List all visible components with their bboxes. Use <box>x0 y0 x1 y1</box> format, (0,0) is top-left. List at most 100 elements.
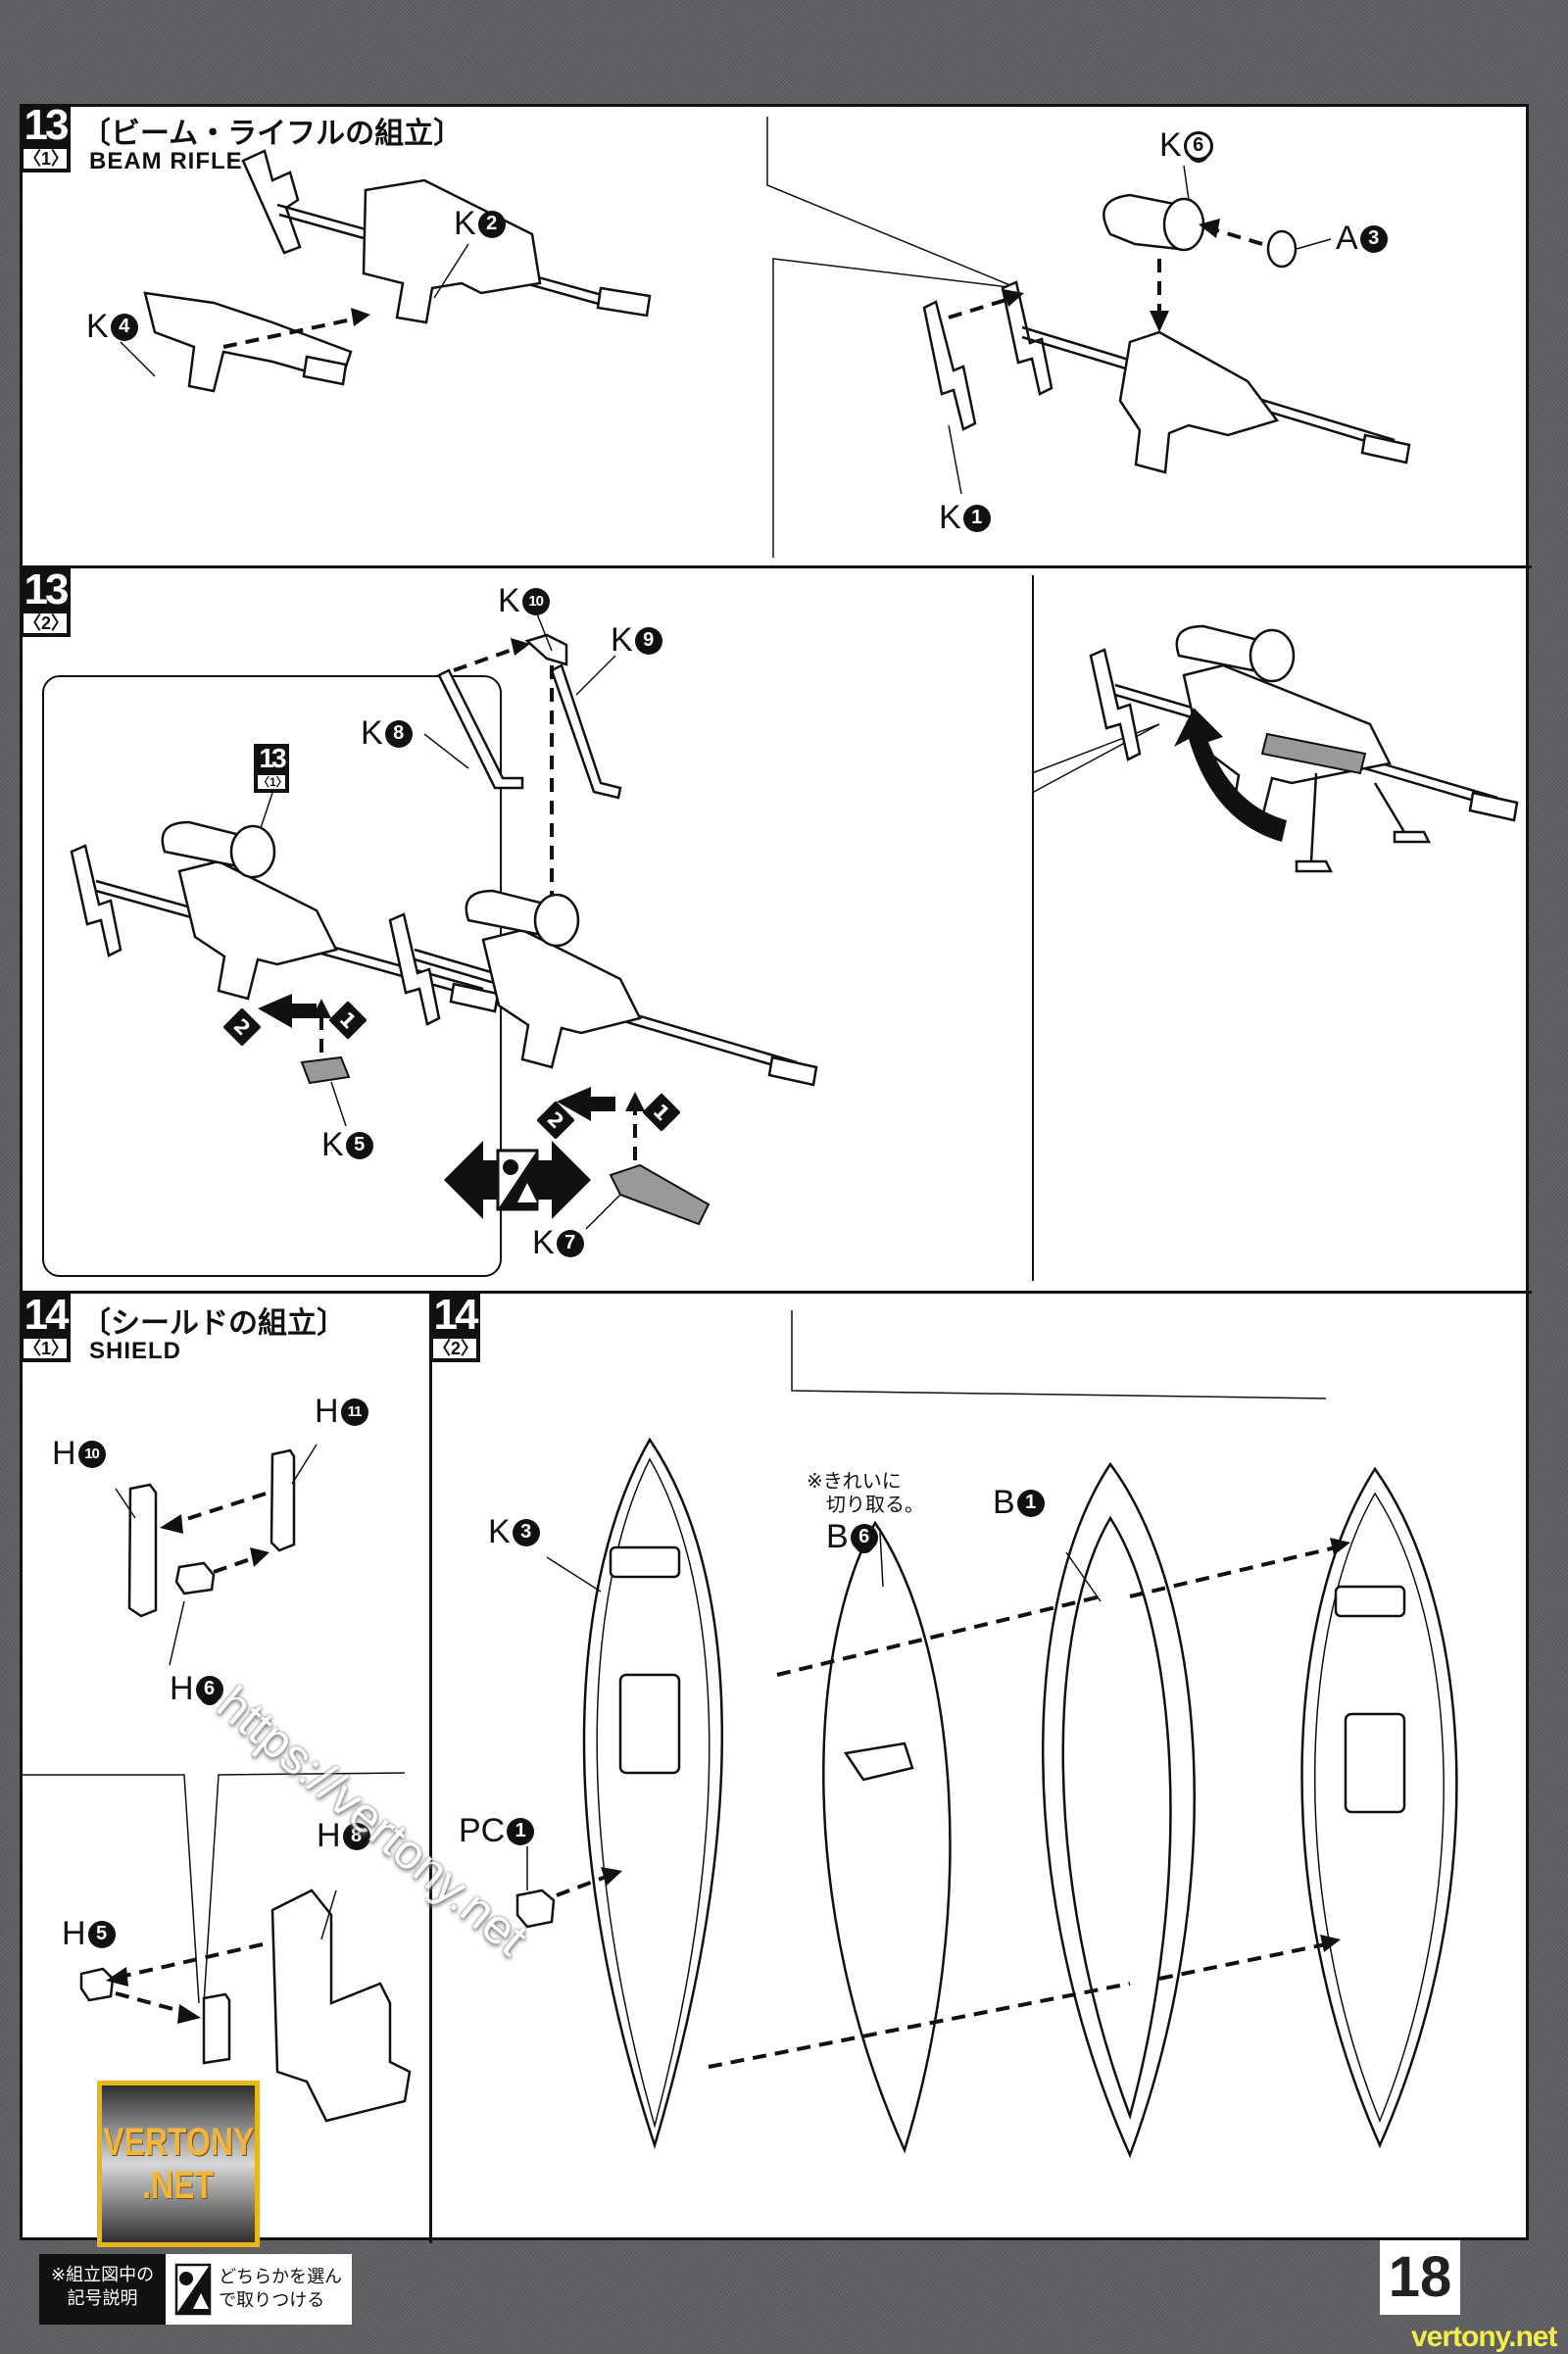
rifle-scope-assembly-drawing <box>922 165 1411 495</box>
shield-handle-drawing <box>23 1444 412 2123</box>
assembly-arrow <box>1158 1942 1327 1981</box>
assembly-arrow <box>120 1942 264 1979</box>
leader-line <box>948 424 962 495</box>
step-14-2-badge: 14 〈2〉 <box>429 1294 480 1362</box>
rifle-receiver <box>362 178 542 324</box>
step-13-title-jp: 〔ビーム・ライフルの組立〕 <box>81 117 464 151</box>
step-substep: 〈2〉 <box>22 612 70 635</box>
rifle-muzzle <box>1468 791 1519 822</box>
rifle-stock-k2 <box>241 149 302 255</box>
assembly-arrow <box>1212 227 1263 246</box>
scope-lens <box>533 893 580 948</box>
leader-line <box>575 655 616 696</box>
assembly-arrow <box>453 646 518 672</box>
arrow-head <box>351 308 370 326</box>
bipod-foot <box>1295 859 1334 873</box>
leader-line <box>120 341 156 377</box>
scope-lens <box>229 824 276 879</box>
leader-line <box>879 1532 884 1588</box>
divider-14-1-14-2 <box>429 1291 432 2243</box>
option-b-rifle-drawing <box>388 601 818 1230</box>
grenade-launcher <box>1260 732 1367 775</box>
leader-line <box>1065 1551 1102 1602</box>
shield-grip-slot <box>609 1545 681 1579</box>
front-panel-vent <box>843 1741 914 1782</box>
assembly-arrow-2 <box>557 1087 615 1121</box>
bipod-leg-k9 <box>550 663 622 800</box>
step-substep: 〈2〉 <box>431 1337 479 1360</box>
leader-line <box>1296 238 1332 250</box>
part-k5 <box>300 1055 351 1085</box>
callout-line <box>791 1310 1327 1399</box>
callout-line <box>766 117 1018 289</box>
divider-13-1-13-2 <box>23 565 1532 568</box>
arrow-head <box>1150 311 1169 332</box>
leader-line <box>115 1488 136 1519</box>
handle-clip <box>202 1992 231 2065</box>
assembly-arrow <box>115 1991 188 2015</box>
rifle-stock <box>388 912 441 1026</box>
assembly-arrow <box>173 1492 267 1525</box>
legend-entry: どちらかを選ん で取りつける <box>166 2254 353 2325</box>
arrow-head <box>1003 289 1024 307</box>
step-substep: 〈1〉 <box>22 1337 70 1360</box>
divider-13-2-14 <box>23 1291 1532 1294</box>
assembly-line <box>708 1982 1131 2069</box>
scope <box>1175 624 1264 672</box>
callout-line <box>203 1772 406 2004</box>
assembly-arrow <box>556 1874 610 1897</box>
leader-line <box>291 1444 318 1485</box>
rifle-body-k2-drawing <box>143 149 652 393</box>
bipod-leg <box>1309 772 1318 862</box>
callout-line <box>1031 723 1160 794</box>
step-number: 14 <box>433 1291 479 1339</box>
step-13-2-badge: 13 〈2〉 <box>20 568 71 637</box>
rifle-receiver <box>177 859 338 1001</box>
leader-line <box>585 1194 621 1230</box>
rifle-lower-muzzle <box>302 355 348 386</box>
shield-back-k3 <box>582 1437 723 2150</box>
rifle-muzzle <box>449 982 500 1013</box>
arrow-head <box>1199 219 1220 238</box>
bipod-mount-k10 <box>524 633 568 666</box>
bipod-leg-k8 <box>437 668 524 790</box>
assembly-line <box>776 1594 1102 1677</box>
callout-divider <box>1032 575 1034 1281</box>
handle-part-h5 <box>79 1967 115 2002</box>
leader-line <box>169 1600 185 1666</box>
shield-assembly-drawing <box>515 1310 1458 2159</box>
legend-label: ※組立図中の 記号説明 <box>39 2254 167 2325</box>
leader-line <box>1183 165 1190 201</box>
option-a-rifle-drawing <box>70 792 500 1127</box>
site-watermark: vertony.net <box>1411 2321 1557 2353</box>
rifle-muzzle <box>1360 433 1411 465</box>
poly-cap-pc1 <box>515 1888 556 1929</box>
legend-text: どちらかを選ん で取りつける <box>219 2267 343 2311</box>
handle-part-h11 <box>270 1448 296 1552</box>
leader-line <box>546 1556 602 1593</box>
vertony-logo: VERTONY .NET <box>97 2081 260 2247</box>
cut-cleanly-note: ※きれいに 切り取る。 <box>807 1469 924 1516</box>
symbol-legend: ※組立図中の 記号説明 どちらかを選ん で取りつける <box>39 2254 353 2325</box>
stock-piece-k1 <box>922 300 977 431</box>
handle-assembly-h8 <box>270 1888 412 2123</box>
step-13-title-en: BEAM RIFLE <box>89 148 243 174</box>
rifle-muzzle <box>767 1055 818 1087</box>
step-14-title-jp: 〔シールドの組立〕 <box>81 1306 346 1341</box>
rifle-stock <box>1089 648 1142 761</box>
